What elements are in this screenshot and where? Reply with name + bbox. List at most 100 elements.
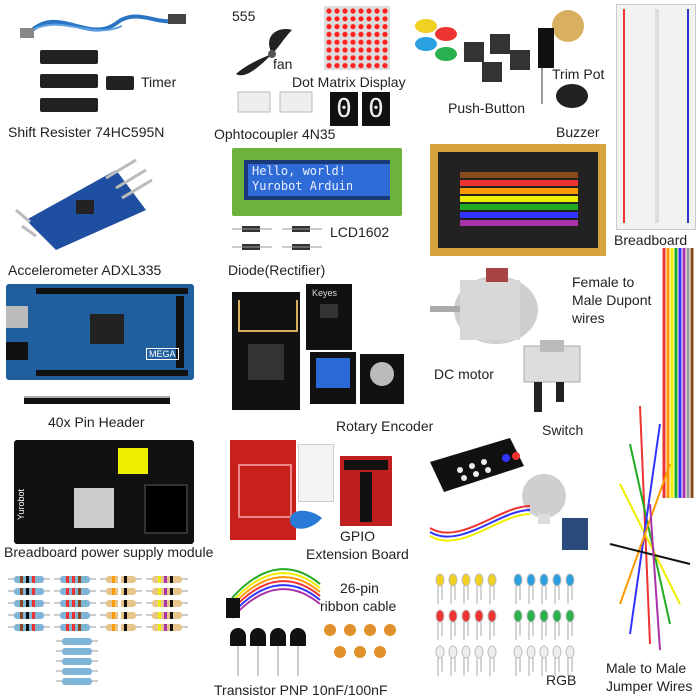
matrix-dot	[358, 16, 364, 22]
leds-image	[435, 573, 575, 676]
resistor	[54, 612, 96, 619]
resistor	[100, 612, 142, 619]
matrix-dot	[334, 63, 340, 69]
female-male-label-1: Female to	[572, 274, 635, 290]
dc-motor-image	[430, 268, 538, 344]
matrix-dot	[374, 39, 380, 45]
resistor	[100, 600, 142, 607]
matrix-dot	[374, 24, 380, 30]
matrix-dot	[374, 63, 380, 69]
rfid-reader-board	[230, 440, 296, 540]
resistor	[146, 588, 188, 595]
matrix-dot	[334, 55, 340, 61]
relay-module	[310, 352, 356, 404]
led	[435, 609, 445, 640]
resistor	[146, 624, 188, 631]
rotary-encoder-label: Rotary Encoder	[336, 418, 434, 434]
resistor	[146, 576, 188, 583]
matrix-dot	[358, 63, 364, 69]
matrix-dot	[326, 39, 332, 45]
matrix-dot	[382, 47, 388, 53]
matrix-dot	[382, 63, 388, 69]
fan-label: fan	[273, 56, 293, 72]
matrix-dot	[374, 8, 380, 14]
matrix-dot	[342, 47, 348, 53]
ribbon-label-1: 26-pin	[340, 580, 379, 596]
led	[565, 645, 575, 676]
rotary-encoder-module	[360, 354, 404, 404]
matrix-dot	[342, 63, 348, 69]
matrix-dot	[366, 24, 372, 30]
matrix-dot	[358, 24, 364, 30]
matrix-dot	[374, 16, 380, 22]
matrix-dot	[350, 16, 356, 22]
breadboard-label: Breadboard	[614, 232, 688, 248]
female-male-label-2: Male Dupont	[572, 292, 652, 308]
yurobot-mark: Yurobot	[16, 488, 26, 520]
matrix-dot	[366, 47, 372, 53]
led	[448, 609, 458, 640]
timer-label: Timer	[141, 74, 177, 90]
matrix-dot	[334, 24, 340, 30]
led	[513, 609, 523, 640]
gpio-extension-board	[340, 456, 392, 526]
led	[474, 573, 484, 604]
resistor	[54, 600, 96, 607]
seven-segment-display: 0	[330, 92, 358, 126]
matrix-dot	[366, 8, 372, 14]
matrix-dot	[334, 8, 340, 14]
led	[435, 573, 445, 604]
resistor	[146, 612, 188, 619]
switch-label: Switch	[542, 422, 584, 438]
resistor	[56, 678, 98, 685]
matrix-dot	[326, 24, 332, 30]
ribbon-label-2: ribbon cable	[320, 598, 397, 614]
matrix-dot	[358, 8, 364, 14]
matrix-dot	[382, 55, 388, 61]
rgb-label: RGB	[546, 672, 577, 688]
matrix-dot	[326, 55, 332, 61]
matrix-dot	[326, 31, 332, 37]
led	[474, 609, 484, 640]
led	[565, 573, 575, 604]
diode-image	[232, 226, 322, 250]
led	[513, 645, 523, 676]
pin-header-label: 40x Pin Header	[48, 414, 145, 430]
matrix-dot	[382, 8, 388, 14]
led	[461, 645, 471, 676]
matrix-dot	[350, 31, 356, 37]
matrix-dot	[358, 47, 364, 53]
resistor	[8, 600, 50, 607]
transistors-image	[230, 628, 306, 676]
resistor	[100, 576, 142, 583]
keyes-sensor-module: Keyes	[306, 284, 352, 350]
push-button-image	[415, 19, 530, 82]
breadboard-power-supply-module: Yurobot	[14, 440, 194, 544]
matrix-dot	[366, 31, 372, 37]
matrix-dot	[382, 31, 388, 37]
shift-register-chips-image	[40, 50, 134, 112]
matrix-dot	[342, 31, 348, 37]
switch-image	[523, 340, 581, 412]
matrix-dot	[334, 31, 340, 37]
male-male-label-1: Male to Male	[606, 660, 687, 676]
led	[448, 645, 458, 676]
keyes-mark: Keyes	[312, 288, 338, 298]
matrix-dot	[358, 39, 364, 45]
led	[461, 573, 471, 604]
resistors-image	[8, 576, 188, 685]
resistor	[54, 624, 96, 631]
matrix-dot	[326, 8, 332, 14]
matrix-dot	[326, 47, 332, 53]
resistor	[54, 576, 96, 583]
push-button-label: Push-Button	[448, 100, 526, 116]
accelerometer-label: Accelerometer ADXL335	[8, 262, 162, 278]
resistor	[146, 600, 188, 607]
matrix-dot	[350, 63, 356, 69]
matrix-dot	[382, 24, 388, 30]
stepper-motor-image	[429, 474, 588, 550]
matrix-dot	[342, 55, 348, 61]
led	[539, 645, 549, 676]
matrix-dot	[358, 55, 364, 61]
transistor-label: Transistor PNP 10nF/100nF	[214, 682, 388, 698]
